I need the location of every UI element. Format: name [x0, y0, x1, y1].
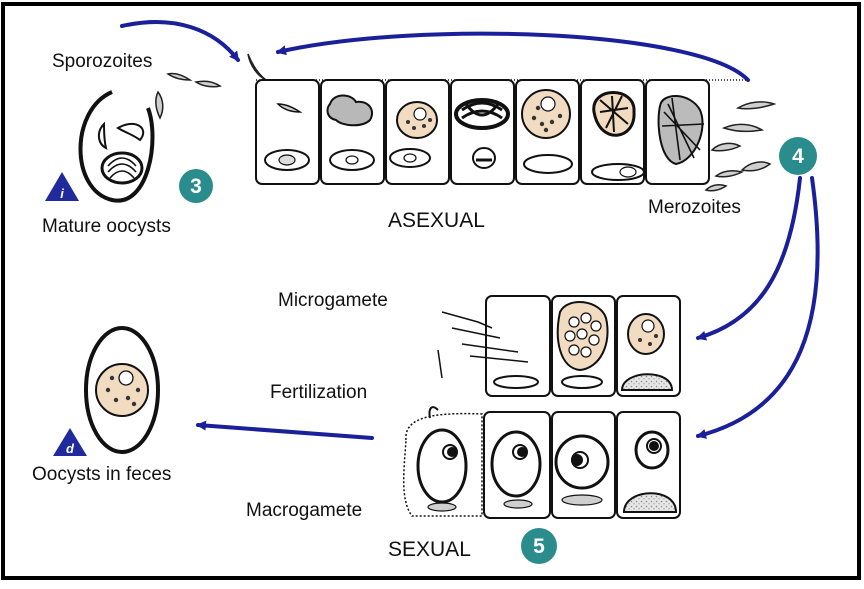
badge-number: 5: [533, 535, 545, 558]
label-asexual: ASEXUAL: [388, 209, 485, 232]
badge-4: 4: [779, 137, 817, 175]
label-oocysts-in-feces: Oocysts in feces: [32, 464, 171, 485]
label-merozoites: Merozoites: [648, 197, 741, 218]
marker-letter: d: [66, 441, 75, 456]
label-sporozoites: Sporozoites: [52, 51, 152, 72]
badge-number: 3: [190, 175, 202, 198]
label-sexual: SEXUAL: [388, 538, 471, 561]
asexual-epithelium: [256, 80, 746, 184]
marker-letter: i: [60, 186, 64, 201]
label-fertilization: Fertilization: [270, 382, 367, 403]
badge-3: 3: [179, 169, 213, 203]
macrogamete-epithelium: [404, 407, 680, 518]
label-mature-oocysts: Mature oocysts: [42, 216, 171, 237]
oocyst-in-feces: [86, 328, 158, 452]
badge-number: 4: [792, 145, 804, 168]
label-microgamete: Microgamete: [278, 290, 388, 311]
badge-5: 5: [521, 528, 557, 564]
label-macrogamete: Macrogamete: [246, 500, 362, 521]
